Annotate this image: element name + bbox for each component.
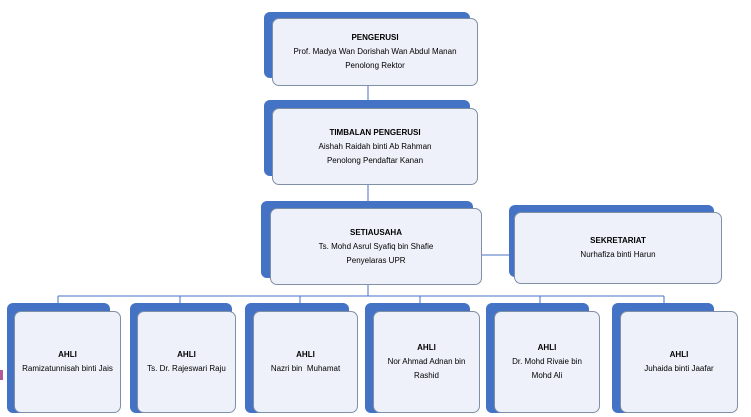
edge-marker <box>0 370 3 380</box>
node-timbalan-box: TIMBALAN PENGERUSI Aishah Raidah binti A… <box>272 108 478 185</box>
node-title: AHLI <box>177 350 196 359</box>
node-title: SEKRETARIAT <box>590 236 646 245</box>
node-name: Aishah Raidah binti Ab Rahman <box>318 141 432 151</box>
node-name: Nazri bin Muhamat <box>270 364 341 373</box>
node-ahli-box: AHLI Nor Ahmad Adnan bin Rashid <box>373 311 480 413</box>
node-role: Penolong Pendaftar Kanan <box>326 155 424 165</box>
node-ahli-box: AHLI Juhaida binti Jaafar <box>620 311 738 413</box>
node-sekretariat-box: SEKRETARIAT Nurhafiza binti Harun <box>514 212 722 284</box>
node-pengerusi-box: PENGERUSI Prof. Madya Wan Dorishah Wan A… <box>272 18 478 86</box>
node-name: Nor Ahmad Adnan bin Rashid <box>387 357 466 380</box>
node-ahli-box: AHLI Ramizatunnisah binti Jais <box>14 311 121 413</box>
node-ahli-box: AHLI Ts. Dr. Rajeswari Raju <box>137 311 236 413</box>
node-name: Ramizatunnisah binti Jais <box>22 364 113 373</box>
node-name: Nurhafiza binti Harun <box>580 250 656 259</box>
node-title: TIMBALAN PENGERUSI <box>329 127 421 137</box>
node-name: Dr. Mohd Rivaie bin Mohd Ali <box>512 357 582 380</box>
node-role: Penyelaras UPR <box>346 255 406 265</box>
node-title: AHLI <box>296 350 315 359</box>
node-name: Ts. Mohd Asrul Syafiq bin Shafie <box>318 241 434 251</box>
node-role: Penolong Rektor <box>345 61 405 70</box>
node-title: SETIAUSAHA <box>349 227 402 237</box>
node-name: Juhaida binti Jaafar <box>644 364 714 373</box>
node-title: AHLI <box>537 343 557 352</box>
node-ahli-box: AHLI Dr. Mohd Rivaie bin Mohd Ali <box>494 311 600 413</box>
node-title: AHLI <box>669 350 689 359</box>
node-name: Prof. Madya Wan Dorishah Wan Abdul Manan <box>293 47 457 56</box>
node-title: AHLI <box>417 343 436 352</box>
node-title: AHLI <box>58 350 77 359</box>
node-name: Ts. Dr. Rajeswari Raju <box>147 364 226 373</box>
node-ahli-box: AHLI Nazri bin Muhamat <box>253 311 358 413</box>
node-setiausaha-box: SETIAUSAHA Ts. Mohd Asrul Syafiq bin Sha… <box>270 208 482 285</box>
node-title: PENGERUSI <box>351 33 399 42</box>
